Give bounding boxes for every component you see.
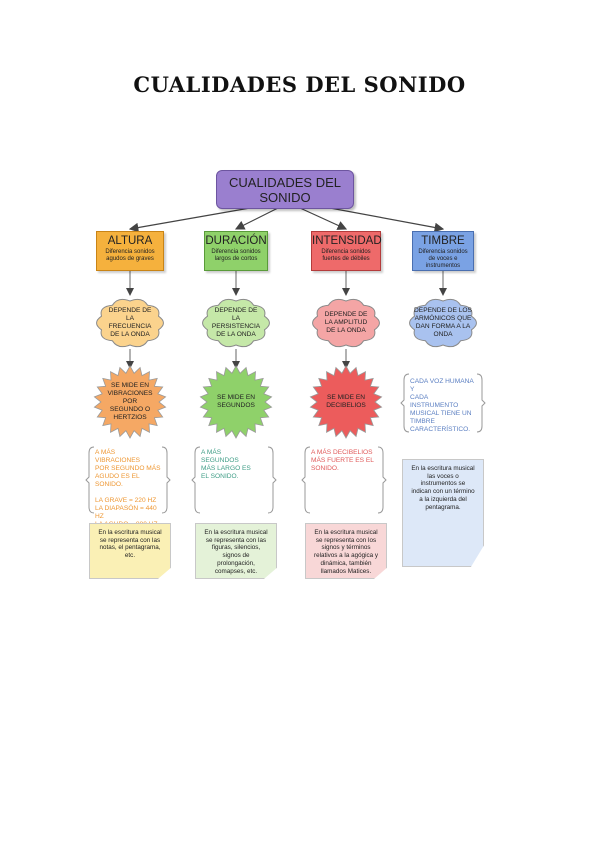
brace-left-altura [85,446,95,514]
star-shape-duracion [199,365,273,439]
category-box-intensidad: INTENSIDAD Diferencia sonidos fuertes de … [311,231,382,271]
note-altura: En la escritura musical se representa co… [89,523,171,579]
cloud-text-altura: DEPENDE DE LA FRECUENCIA DE LA ONDA [108,307,152,338]
brace-right-timbre [476,373,486,433]
category-box-duracion: DURACIÓN Diferencia sonidos largos de cor… [204,231,268,271]
star-shape-intensidad [309,365,383,439]
arrow-root-to-duracion [234,207,279,230]
root-node: CUALIDADES DEL SONIDO [216,170,354,209]
arrow-root-to-intensidad [299,207,348,230]
braced-text-intensidad: A MÁS DECIBELIOS MÁS FUERTE ES EL SONIDO… [311,449,374,472]
cloud-text-timbre: DEPENDE DE LOS ARMÓNICOS QUE DAN FORMA A… [414,307,472,338]
category-title-duracion: DURACIÓN [205,235,267,247]
brace-right-intensidad [377,446,387,514]
cloud-shape-altura [96,298,164,348]
category-subtitle-timbre: Diferencia sonidos de voces e instrument… [418,249,468,269]
brace-right-duracion [267,446,277,514]
star-text-duracion: SE MIDE EN SEGUNDOS [216,394,256,409]
category-subtitle-duracion: Diferencia sonidos largos de cortos [211,249,261,262]
braced-text-altura: A MÁS VIBRACIONES POR SEGUNDO MÁS AGUDO … [95,449,161,528]
brace-left-timbre [400,373,410,433]
category-title-intensidad: INTENSIDAD [312,235,382,247]
cloud-text-intensidad: DEPENDE DE LA AMPLITUD DE LA ONDA [324,311,368,334]
category-title-timbre: TIMBRE [421,235,465,247]
cloud-text-duracion: DEPENDE DE LA PERSISTENCIA DE LA ONDA [211,307,261,338]
category-subtitle-intensidad: Diferencia sonidos fuertes de débiles [321,249,371,262]
note-duracion: En la escritura musical se representa co… [195,523,277,579]
cloud-shape-intensidad [312,298,380,348]
brace-left-intensidad [301,446,311,514]
star-shape-altura [93,365,167,439]
brace-right-altura [161,446,171,514]
cloud-shape-timbre [409,298,477,348]
arrow-root-to-altura [128,207,251,233]
star-text-intensidad: SE MIDE EN DECIBELIOS [326,394,366,409]
braced-text-duracion: A MÁS SEGUNDOS MÁS LARGO ES EL SONIDO. [201,449,251,480]
star-text-altura: SE MIDE EN VIBRACIONES POR SEGUNDO O HER… [107,382,153,421]
category-box-timbre: TIMBRE Diferencia sonidos de voces e inst… [412,231,474,271]
arrow-root-to-timbre [329,207,445,233]
note-timbre: En la escritura musical las voces o inst… [402,459,484,567]
page-title: CUALIDADES DEL SONIDO [133,72,466,97]
braced-text-timbre: CADA VOZ HUMANA Y CADA INSTRUMENTO MUSIC… [410,378,474,433]
category-subtitle-altura: Diferencia sonidos agudos de graves [105,249,155,262]
category-box-altura: ALTURA Diferencia sonidos agudos de grave… [96,231,164,271]
brace-left-duracion [191,446,201,514]
cloud-shape-duracion [202,298,270,348]
category-title-altura: ALTURA [107,235,153,247]
note-intensidad: En la escritura musical se representa co… [305,523,387,579]
